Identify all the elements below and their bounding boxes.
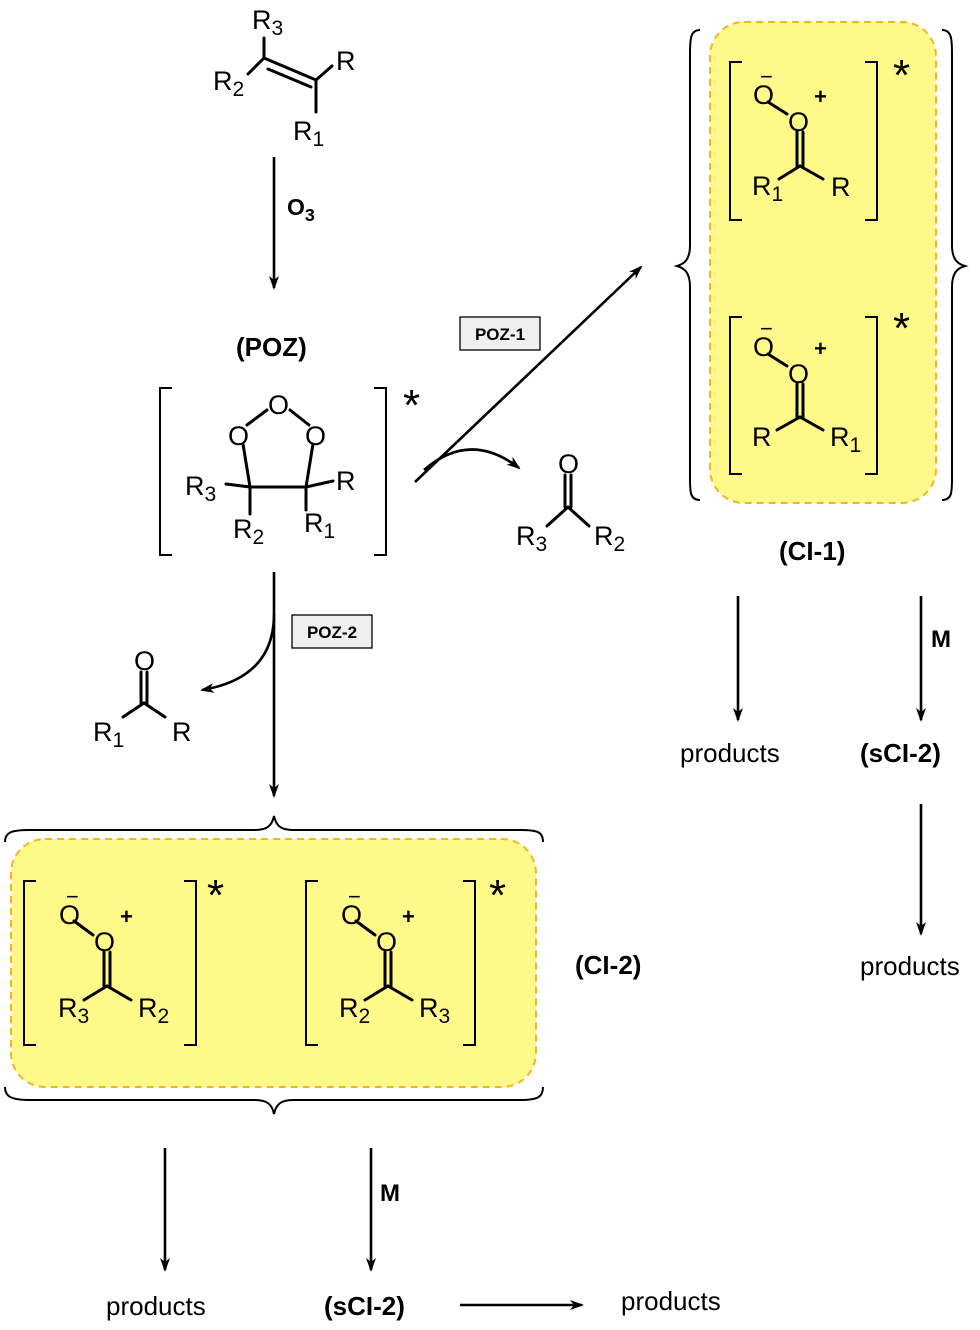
- ci1a-r1-label: R1: [752, 171, 783, 206]
- sci2-bottom-products-label: products: [621, 1286, 721, 1316]
- ci2-bottom-brace: [4, 1086, 544, 1115]
- poz-left-bracket: [159, 387, 172, 556]
- ketone-r3-label: R3: [516, 521, 547, 556]
- ci2b-plus-charge: +: [402, 904, 415, 929]
- ci2-products-label: products: [106, 1291, 206, 1321]
- alkene-r3-label: R3: [252, 5, 283, 40]
- ci2a-r3-label: R3: [58, 993, 89, 1028]
- ci2b-terminal-oxygen: O: [341, 900, 362, 930]
- ci1-sci2-label: (sCI-2): [860, 738, 941, 768]
- poz2-carbonyl-release-arrow: [200, 613, 276, 693]
- ci1-products-label: products: [680, 738, 780, 768]
- poz2-tag-label: POZ-2: [307, 623, 357, 642]
- ketone-r-label: R: [172, 717, 192, 747]
- ci1a-central-oxygen: O: [788, 107, 809, 137]
- ci2b-minus-charge: −: [348, 884, 361, 909]
- ci1b-minus-charge: −: [760, 316, 773, 341]
- ci1-highlight-box: [709, 21, 937, 504]
- ci1b-excited-star: *: [893, 304, 910, 353]
- ci1a-right-bracket: [865, 61, 878, 221]
- ketone-r1-label: R1: [93, 717, 124, 752]
- ci2a-terminal-oxygen: O: [59, 900, 80, 930]
- ci1a-plus-charge: +: [814, 84, 827, 109]
- ci2b-r2-label: R2: [339, 993, 370, 1028]
- ozone-reagent-label: O3: [287, 194, 315, 225]
- ketone-r3-r2-oxygen: O: [558, 449, 579, 479]
- ketone-r2-label: R2: [594, 521, 625, 556]
- ci2-third-body-label: M: [380, 1180, 400, 1207]
- ci2a-minus-charge: −: [66, 884, 79, 909]
- poz2-pathway-tag: POZ-2: [291, 614, 373, 649]
- ci2b-r3-label: R3: [419, 993, 450, 1028]
- ci2-group: * O − O + R3 R2 * O − O + R2 R3: [4, 815, 544, 1115]
- poz-label: (POZ): [236, 332, 307, 362]
- poz-r2-label: R2: [233, 514, 264, 549]
- poz-right-bracket: [374, 387, 387, 556]
- ci2a-central-oxygen: O: [94, 927, 115, 957]
- ci1a-r-label: R: [831, 172, 851, 202]
- ci1-group: * O − O + R1 R * O − O + R R1: [673, 21, 969, 504]
- ci1b-r1-label: R1: [830, 422, 861, 457]
- poz-o-top: O: [268, 390, 289, 420]
- alkene-r1-label: R1: [293, 116, 324, 151]
- ci2-sci2-label: (sCI-2): [324, 1291, 405, 1321]
- ci2b-excited-star: *: [489, 871, 506, 920]
- ci2b-left-bracket: [305, 880, 318, 1046]
- ci1-right-brace: [941, 29, 969, 501]
- poz-o-left: O: [228, 421, 249, 451]
- poz-r3-label: R3: [185, 471, 216, 506]
- poz-r1-label: R1: [304, 508, 335, 543]
- ci2b-right-bracket: [463, 880, 476, 1046]
- poz1-carbonyl-release-arrow: [423, 448, 521, 471]
- ci1-left-brace: [673, 29, 701, 501]
- ci2a-left-bracket: [23, 880, 36, 1046]
- ci2a-excited-star: *: [207, 871, 224, 920]
- poz-o-right: O: [305, 421, 326, 451]
- poz1-arrow: [414, 265, 643, 483]
- poz-r-label: R: [336, 466, 356, 496]
- ci1a-left-bracket: [729, 61, 742, 221]
- ci1b-plus-charge: +: [814, 336, 827, 361]
- ci2a-r2-label: R2: [138, 993, 169, 1028]
- ci1b-left-bracket: [729, 316, 742, 475]
- ketone-r3-r2: O R3 R2: [516, 449, 625, 556]
- ci2a-plus-charge: +: [120, 904, 133, 929]
- poz-excited-star: *: [403, 381, 420, 430]
- ci1a-terminal-oxygen: O: [753, 80, 774, 110]
- ci1a-excited-star: *: [893, 51, 910, 100]
- poz1-pathway-tag: POZ-1: [459, 316, 541, 351]
- ci1-third-body-label: M: [931, 626, 951, 653]
- ci1-label: (CI-1): [779, 536, 845, 566]
- ci2a-right-bracket: [184, 880, 197, 1046]
- ci1a-minus-charge: −: [760, 64, 773, 89]
- ci1b-central-oxygen: O: [788, 359, 809, 389]
- ci2-highlight-box: [10, 838, 537, 1088]
- ketone-r1-r-oxygen: O: [134, 646, 155, 676]
- alkene-r2-label: R2: [213, 66, 244, 101]
- ci2-top-brace: [4, 815, 544, 843]
- ketone-r1-r: O R1 R: [93, 646, 192, 752]
- alkene-structure: R3 R2 R R1: [213, 5, 356, 151]
- alkene-r-label: R: [336, 46, 356, 76]
- ci1b-terminal-oxygen: O: [753, 332, 774, 362]
- ci2-label: (CI-2): [575, 950, 641, 980]
- sci2-right-products-label: products: [860, 951, 960, 981]
- ci2b-central-oxygen: O: [376, 927, 397, 957]
- poz-structure: * O O O R3 R R2 R1: [159, 381, 420, 556]
- poz1-tag-label: POZ-1: [475, 325, 525, 344]
- ci1b-right-bracket: [865, 316, 878, 475]
- ci1b-r-label: R: [752, 422, 772, 452]
